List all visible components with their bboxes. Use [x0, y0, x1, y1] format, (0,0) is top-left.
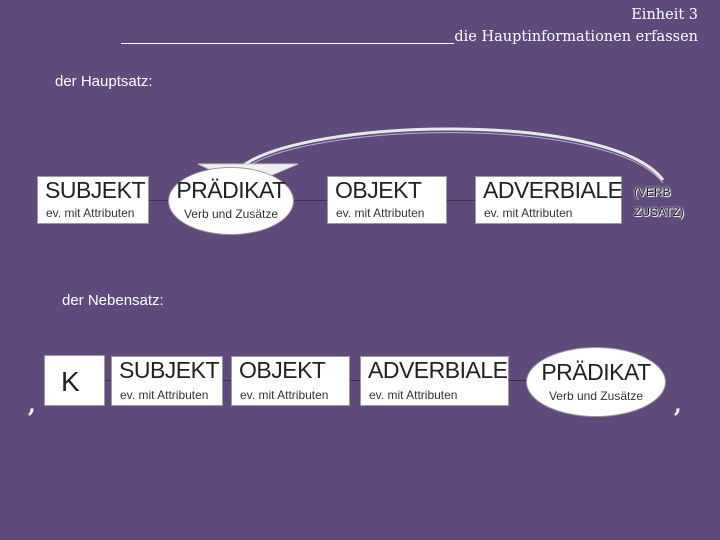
verb-zusatz-line2: ZUSATZ): [634, 205, 684, 219]
nebensatz-subjekt-box: SUBJEKT ev. mit Attributen: [111, 356, 223, 406]
slide-header: Einheit 3 die Hauptinformationen erfasse…: [121, 4, 698, 48]
objekt-sub: ev. mit Attributen: [336, 206, 425, 220]
subjekt-sub: ev. mit Attributen: [120, 388, 209, 402]
subjekt-title: SUBJEKT: [119, 357, 220, 383]
konjunktion-box: K: [44, 355, 105, 406]
adverbiale-title: ADVERBIALE: [368, 357, 508, 383]
connector-line: [446, 200, 476, 201]
comma-left: ,: [28, 392, 36, 418]
verb-zusatz-note: (VERB ZUSATZ): [634, 182, 684, 222]
unit-title: Einheit 3: [631, 7, 698, 23]
nebensatz-adverbiale-box: ADVERBIALE ev. mit Attributen: [360, 356, 509, 406]
konjunktion-letter: K: [61, 366, 80, 397]
header-rule: [121, 43, 455, 44]
unit-subtitle: die Hauptinformationen erfassen: [454, 29, 698, 45]
hauptsatz-adverbiale-box: ADVERBIALE ev. mit Attributen: [475, 176, 623, 224]
connector-line: [290, 200, 328, 201]
objekt-title: OBJEKT: [335, 177, 422, 203]
hauptsatz-objekt-box: OBJEKT ev. mit Attributen: [327, 176, 447, 224]
connector-line: [349, 380, 361, 381]
nebensatz-praedikat-oval: PRÄDIKAT Verb und Zusätze: [526, 347, 666, 417]
praedikat-sub: Verb und Zusätze: [183, 207, 279, 221]
comma-right: ,: [674, 392, 682, 418]
praedikat-sub: Verb und Zusätze: [548, 389, 644, 403]
hauptsatz-subjekt-box: SUBJEKT ev. mit Attributen: [37, 176, 149, 224]
adverbiale-sub: ev. mit Attributen: [484, 206, 573, 220]
praedikat-title: PRÄDIKAT: [541, 359, 651, 385]
move-arrow-curve: [239, 127, 665, 181]
connector-line: [148, 200, 178, 201]
connector-line: [508, 380, 530, 381]
move-arrow-curve-shadow: [242, 132, 664, 184]
connector-line: [104, 380, 112, 381]
objekt-sub: ev. mit Attributen: [240, 388, 329, 402]
nebensatz-objekt-box: OBJEKT ev. mit Attributen: [231, 356, 350, 406]
objekt-title: OBJEKT: [239, 357, 326, 383]
subjekt-title: SUBJEKT: [45, 177, 146, 203]
verb-zusatz-line1: (VERB: [634, 185, 671, 199]
praedikat-title: PRÄDIKAT: [176, 177, 286, 203]
nebensatz-label: der Nebensatz:: [62, 292, 164, 309]
adverbiale-sub: ev. mit Attributen: [369, 388, 458, 402]
hauptsatz-praedikat-oval: PRÄDIKAT Verb und Zusätze: [168, 167, 294, 235]
adverbiale-title: ADVERBIALE: [483, 177, 623, 203]
connector-line: [222, 380, 232, 381]
hauptsatz-label: der Hauptsatz:: [55, 73, 153, 90]
subjekt-sub: ev. mit Attributen: [46, 206, 135, 220]
